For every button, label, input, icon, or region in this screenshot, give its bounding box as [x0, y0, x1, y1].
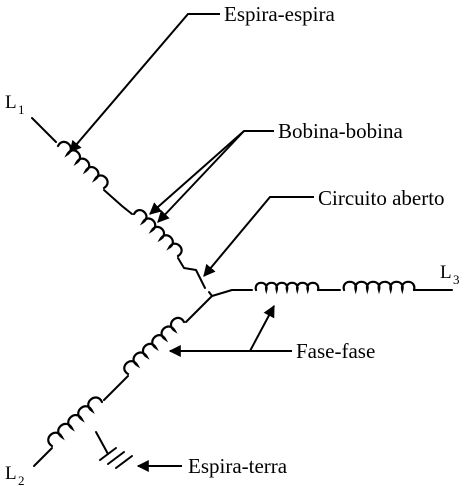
coil-l2-b: [47, 396, 104, 448]
coil-l3-b: [342, 280, 416, 295]
svg-text:L: L: [440, 262, 452, 283]
label-espira-terra: Espira-terra: [188, 454, 288, 478]
coil-turns: [254, 281, 320, 295]
coil-turns: [342, 280, 416, 295]
ground-symbol: [95, 431, 133, 469]
coil-turns: [132, 209, 183, 258]
terminal-l3: L 3: [440, 262, 460, 287]
coil-l1-a: [56, 140, 109, 190]
svg-text:3: 3: [453, 272, 460, 287]
coil-l3-a: [254, 281, 320, 295]
label-bobina-bobina: Bobina-bobina: [278, 119, 403, 143]
svg-text:L: L: [5, 92, 17, 113]
label-espira-espira: Espira-espira: [224, 2, 335, 26]
phase-l2-winding: [33, 295, 213, 467]
label-circuito-aberto: Circuito aberto: [318, 186, 445, 210]
coil-turns: [47, 396, 104, 448]
arrow-fase-fase: [168, 304, 292, 357]
coil-l2-a: [123, 316, 186, 376]
phase-l3-winding: [211, 280, 453, 297]
phase-l1-winding: [31, 117, 213, 297]
svg-text:1: 1: [18, 102, 25, 117]
coil-turns: [123, 316, 186, 376]
svg-text:2: 2: [18, 473, 25, 486]
coil-l1-b: [132, 209, 183, 258]
label-fase-fase: Fase-fase: [296, 339, 375, 363]
svg-text:L: L: [5, 463, 17, 484]
arrow-circuito-aberto: [203, 196, 314, 277]
terminal-l1: L 1: [5, 92, 25, 117]
arrow-bobina-bobina: [149, 130, 274, 223]
terminal-l2: L 2: [5, 463, 25, 486]
arrow-espira-espira: [69, 13, 220, 153]
coil-turns: [56, 140, 109, 190]
